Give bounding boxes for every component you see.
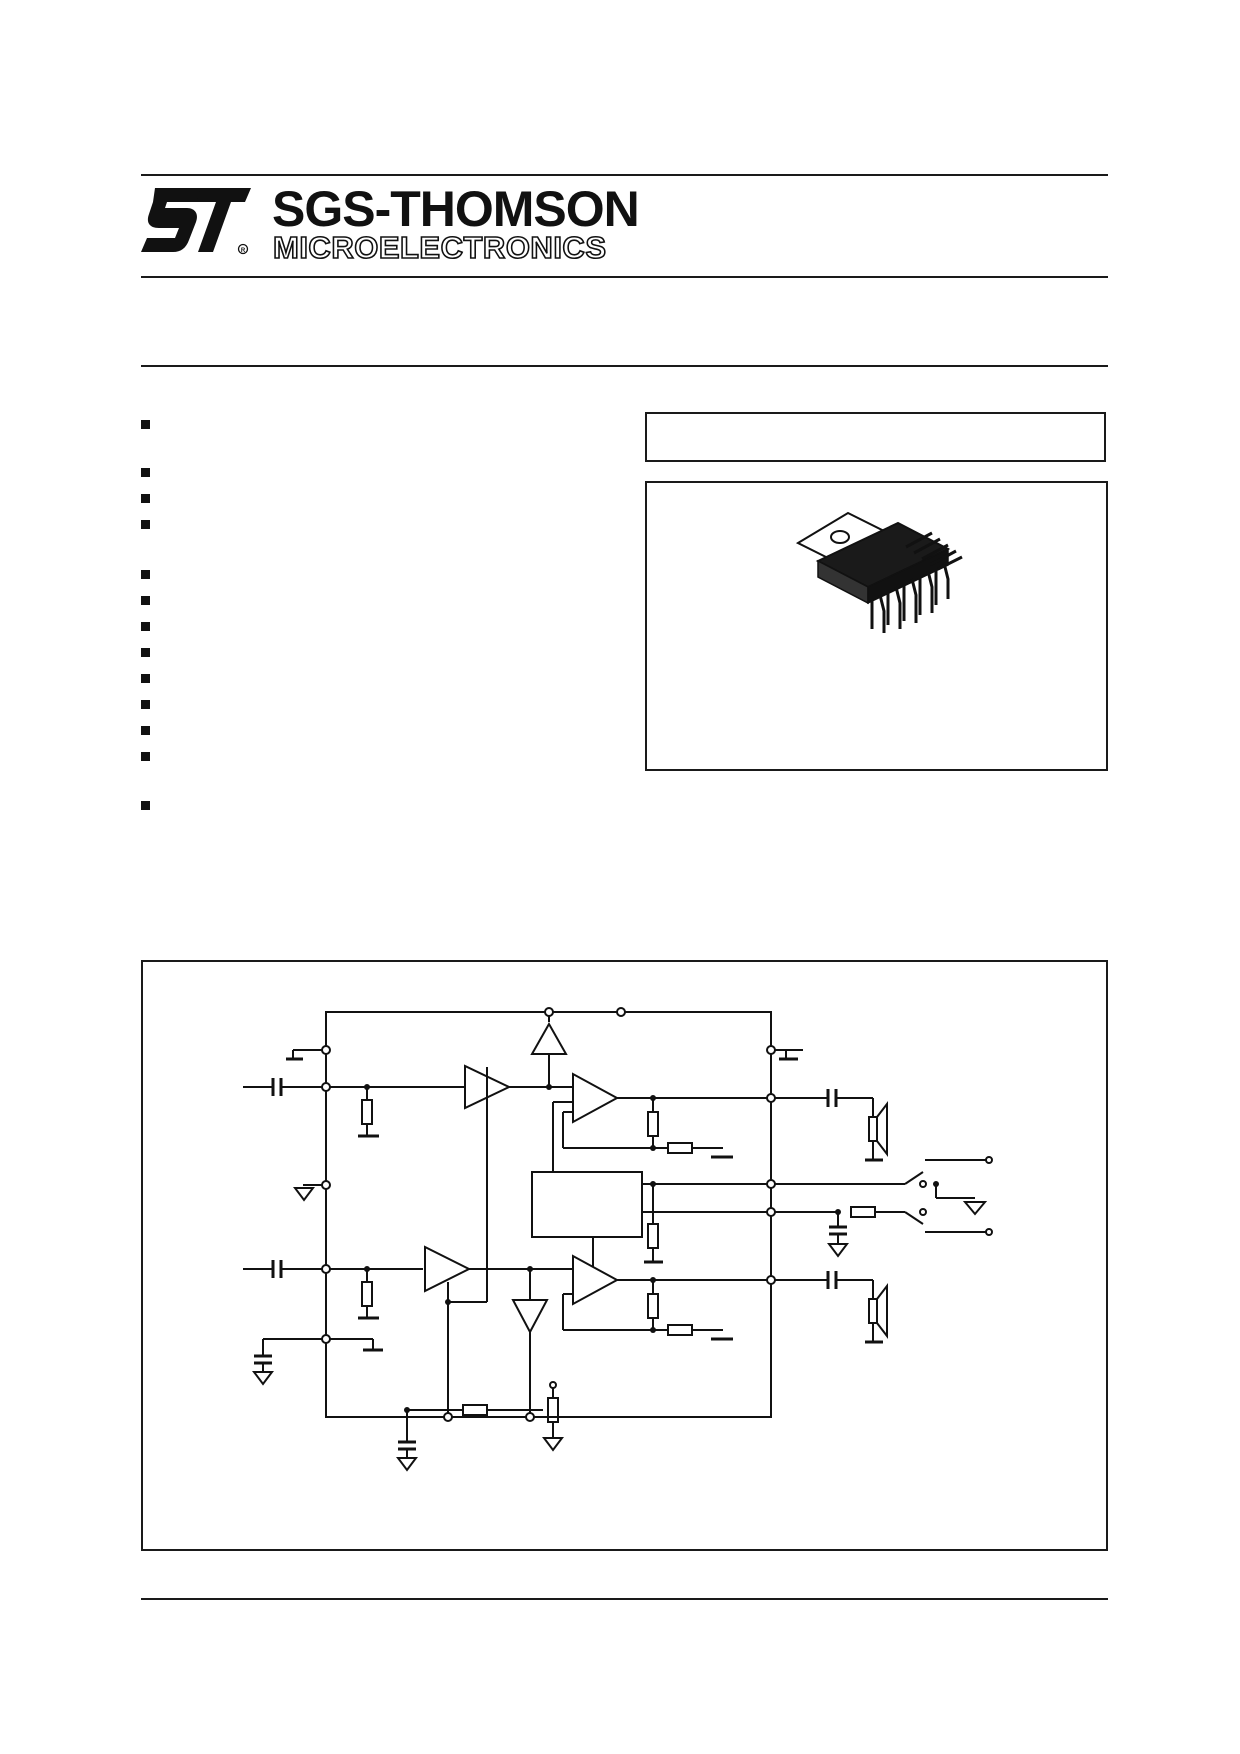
feature-bullet xyxy=(141,420,150,429)
st-logo-icon: R xyxy=(141,188,251,255)
feature-list xyxy=(141,0,591,820)
feature-bullet xyxy=(141,752,150,761)
feature-bullet xyxy=(141,468,150,477)
feature-bullet xyxy=(141,674,150,683)
footer-rule xyxy=(141,1598,1108,1600)
feature-bullet xyxy=(141,622,150,631)
feature-bullet xyxy=(141,726,150,735)
feature-bullet xyxy=(141,520,150,529)
svg-text:R: R xyxy=(241,248,246,254)
brand-division: MICROELECTRONICS xyxy=(272,229,607,266)
top-rule xyxy=(141,174,1108,176)
header-rule xyxy=(141,276,1108,278)
package-box xyxy=(645,481,1108,771)
multiwatt-package-image xyxy=(795,511,963,633)
company-logo: R SGS-THOMSON MICROELECTRONICS xyxy=(141,181,640,266)
feature-bullet xyxy=(141,801,150,810)
product-title-box xyxy=(645,412,1106,462)
block-diagram-frame xyxy=(141,960,1108,1551)
feature-bullet xyxy=(141,648,150,657)
feature-bullet xyxy=(141,700,150,709)
feature-bullet xyxy=(141,570,150,579)
title-rule xyxy=(141,365,1108,367)
feature-bullet xyxy=(141,494,150,503)
block-diagram-image xyxy=(243,1007,993,1472)
brand-name: SGS-THOMSON xyxy=(272,181,640,237)
feature-bullet xyxy=(141,596,150,605)
